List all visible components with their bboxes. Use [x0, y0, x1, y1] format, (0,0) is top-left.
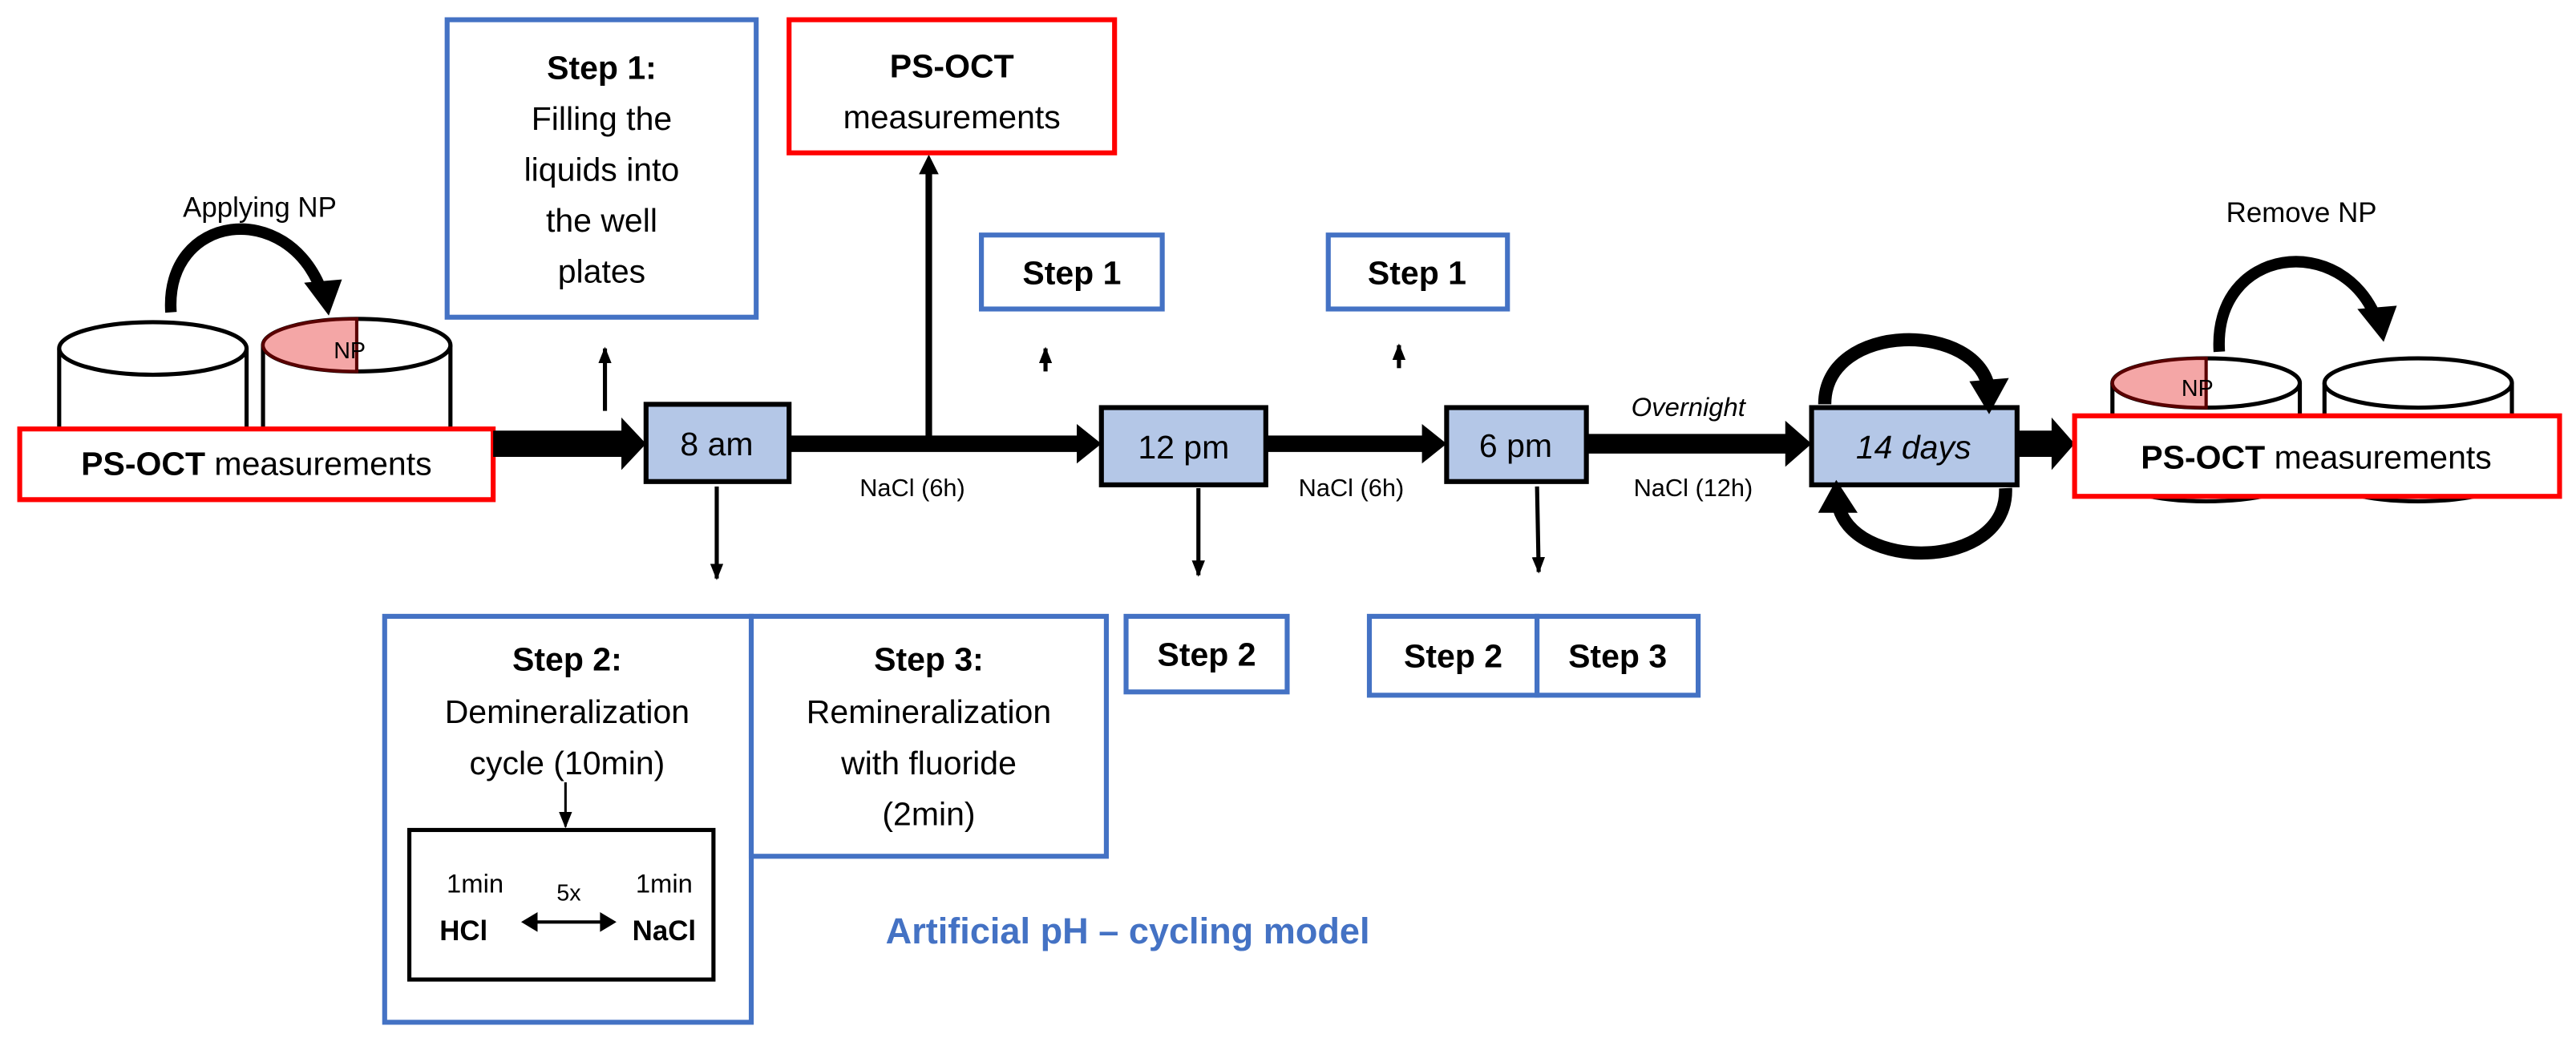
demineralization-cycle-box — [406, 827, 716, 982]
applying-np-label: Applying NP — [183, 192, 337, 224]
step1-box — [444, 17, 759, 320]
start-measurement-box — [17, 426, 496, 503]
arrowhead-icon — [1077, 424, 1102, 464]
hcl-time: 1min — [447, 868, 503, 898]
cycle-arrow-icon — [1831, 487, 2012, 559]
time-box-14days — [1809, 405, 2020, 487]
step1-short-box — [1325, 232, 1510, 312]
time-box-8am — [643, 402, 792, 484]
interval-label: NaCl (6h) — [1299, 474, 1405, 502]
model-title: Artificial pH – cycling model — [886, 911, 1370, 951]
interval-label: NaCl (6h) — [859, 474, 965, 502]
time-label: 6 pm — [1479, 427, 1552, 464]
time-label: 12 pm — [1138, 429, 1229, 466]
step1-short-box — [979, 232, 1165, 312]
step2-line: Demineralization — [445, 693, 689, 730]
step2-title: Step 2: — [512, 641, 622, 678]
step3-title: Step 3: — [874, 641, 984, 678]
curved-arrow-icon — [2213, 256, 2383, 353]
step2-short-box — [1123, 613, 1290, 695]
repeat-count: 5x — [556, 881, 581, 907]
mid-measurement-title: PS-OCT — [890, 47, 1014, 84]
curved-arrow-icon — [164, 223, 328, 313]
nacl-time: 1min — [636, 868, 693, 898]
step3-short-label: Step 3 — [1568, 637, 1667, 674]
curved-arrowhead-icon — [2357, 305, 2397, 342]
arrowhead-icon — [2051, 417, 2075, 471]
remove-np-label: Remove NP — [2226, 197, 2377, 228]
step3-line: Remineralization — [807, 693, 1051, 730]
nacl-label: NaCl — [633, 915, 696, 947]
start-measurement-label: PS-OCT measurements — [81, 446, 431, 483]
step3-box — [748, 613, 1110, 859]
arrowhead-icon — [1969, 378, 2009, 414]
curved-arrowhead-icon — [304, 279, 342, 316]
step2-short-label: Step 2 — [1404, 637, 1502, 674]
hcl-label: HCl — [439, 915, 487, 947]
step1-short-label: Step 1 — [1022, 255, 1121, 292]
well-plate-np-icon: NP — [261, 317, 453, 489]
step2-short-label: Step 2 — [1157, 636, 1256, 672]
down-arrow-icon — [1531, 486, 1546, 574]
time-label: 14 days — [1856, 429, 1971, 466]
step1-line: liquids into — [524, 151, 680, 188]
step1-short-label: Step 1 — [1368, 255, 1466, 292]
arrowhead-icon — [1785, 420, 1812, 467]
overnight-label: Overnight — [1632, 392, 1747, 422]
arrowhead-icon — [1818, 479, 1858, 513]
end-measurement-box — [2072, 413, 2562, 499]
time-label: 8 am — [680, 426, 753, 462]
arrowhead-icon — [919, 154, 939, 175]
step1-title: Step 1: — [547, 49, 657, 86]
step1-line: plates — [558, 253, 645, 290]
np-label: NP — [2182, 376, 2214, 402]
mid-measurement-box — [787, 17, 1118, 155]
np-label: NP — [334, 338, 366, 364]
time-box-12pm — [1098, 405, 1268, 487]
step1-line: Filling the — [532, 100, 672, 137]
step1-line: the well — [546, 202, 657, 239]
end-measurement-label: PS-OCT measurements — [2141, 438, 2491, 475]
step3-line: (2min) — [882, 795, 975, 832]
time-box-6pm — [1444, 405, 1589, 484]
arrowhead-icon — [621, 417, 646, 471]
step3-line: with fluoride — [840, 745, 1017, 782]
mid-measurement-subtitle: measurements — [843, 99, 1061, 135]
cycle-arrow-icon — [1818, 333, 1996, 405]
step3-short-box — [1535, 613, 1701, 698]
interval-label: NaCl (12h) — [1634, 474, 1753, 502]
arrowhead-icon — [1421, 424, 1447, 464]
step2-short-box — [1366, 613, 1540, 698]
step2-line: cycle (10min) — [470, 745, 665, 782]
